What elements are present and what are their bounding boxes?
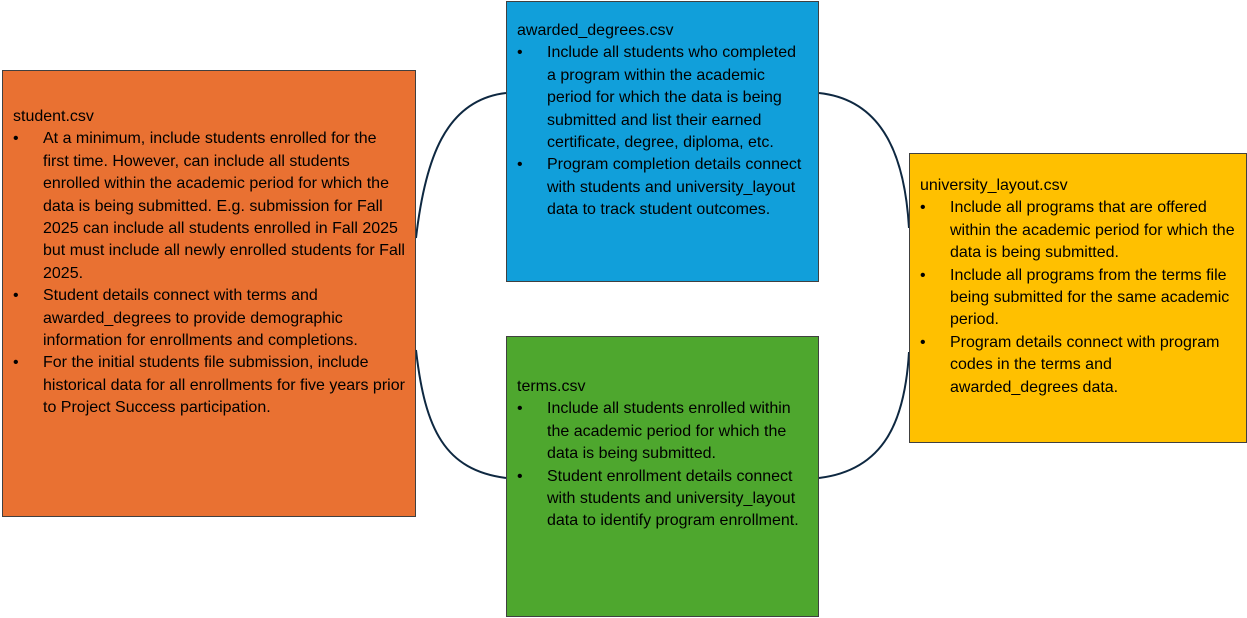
bullet-item: Include all students enrolled within the… (517, 398, 808, 465)
bullet-item: Include all programs from the terms file… (920, 265, 1236, 332)
connector-awarded-layout (818, 92, 910, 229)
student-csv-title: student.csv (13, 108, 94, 125)
awarded-degrees-csv-title: awarded_degrees.csv (517, 22, 674, 39)
university-layout-csv-box: university_layout.csv Include all progra… (909, 153, 1247, 443)
bullet-item: Student details connect with terms and a… (13, 285, 405, 352)
university-layout-csv-bullets: Include all programs that are offered wi… (920, 197, 1236, 399)
connector-student-terms (415, 349, 507, 479)
bullet-item: At a minimum, include students enrolled … (13, 128, 405, 285)
terms-csv-box: terms.csv Include all students enrolled … (506, 336, 819, 617)
bullet-item: For the initial students file submission… (13, 352, 405, 419)
university-layout-csv-title: university_layout.csv (920, 177, 1068, 194)
bullet-item: Program details connect with program cod… (920, 332, 1236, 399)
student-csv-box: student.csv At a minimum, include studen… (2, 70, 416, 517)
bullet-item: Include all students who completed a pro… (517, 42, 808, 154)
bullet-item: Include all programs that are offered wi… (920, 197, 1236, 264)
connector-student-awarded (415, 92, 507, 239)
connector-terms-layout (818, 351, 910, 479)
student-csv-bullets: At a minimum, include students enrolled … (13, 128, 405, 419)
terms-csv-bullets: Include all students enrolled within the… (517, 398, 808, 532)
awarded-degrees-csv-box: awarded_degrees.csv Include all students… (506, 1, 819, 282)
terms-csv-title: terms.csv (517, 378, 586, 395)
bullet-item: Student enrollment details connect with … (517, 466, 808, 533)
awarded-degrees-csv-bullets: Include all students who completed a pro… (517, 42, 808, 221)
bullet-item: Program completion details connect with … (517, 154, 808, 221)
